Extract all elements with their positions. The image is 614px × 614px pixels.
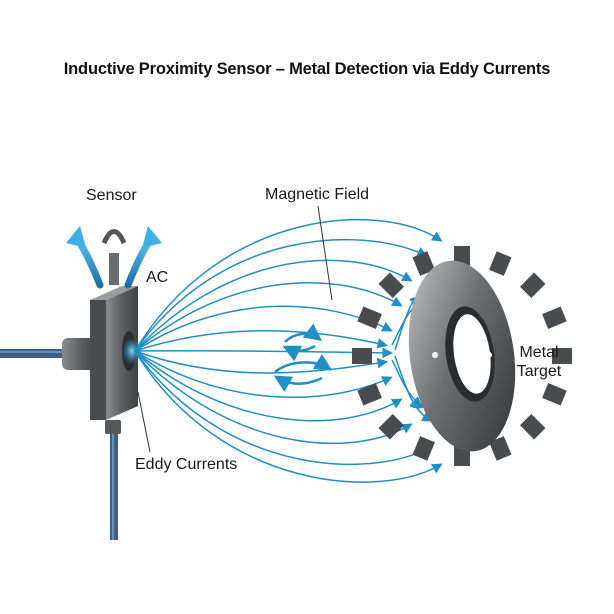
eddy-currents-label: Eddy Currents [135,456,238,473]
sensor-body-top [90,286,138,300]
eddy-currents-leader [137,391,151,453]
field-line [134,305,393,352]
sensor-field-source [122,337,142,365]
right-up-arrow-head [142,226,162,248]
eddy-arrow [273,375,323,392]
sensor-body-side [90,300,106,420]
diagram-title: Inductive Proximity Sensor – Metal Detec… [63,60,551,78]
field-line [134,259,413,352]
gear-hole [432,352,438,358]
eddy-arrow [282,344,316,362]
sensor-bottom-connector [105,420,121,434]
field-line [134,329,388,352]
left-up-arrow-head [66,226,86,248]
magnetic-field-label: Magnetic Field [265,186,370,203]
metal-target-label: Metal Target [512,343,566,381]
field-line-loop [391,359,423,407]
metal-target-label-line2: Target [516,363,562,380]
sensor-label: Sensor [86,187,137,204]
sensor-assembly [62,229,142,434]
sensor-stem [109,253,119,285]
vertical-cable-highlight [112,430,114,540]
field-line [134,347,393,359]
sensor-hook [101,229,127,245]
sensor-connector [62,338,98,370]
metal-target-label-line1: Metal [519,344,559,361]
metal-target-gear [352,246,572,466]
magnetic-field-leader [317,205,333,301]
horizontal-cable-highlight [0,351,68,353]
field-line [134,350,443,483]
eddy-arrow [284,323,323,343]
field-line [134,218,443,352]
field-line [134,350,393,398]
gear-teeth [352,246,572,466]
field-line [134,350,428,466]
gear-hole [486,352,492,358]
field-line-loop [394,355,433,422]
magnetic-field-lines [134,218,443,483]
field-line [134,350,403,422]
horizontal-cable [0,349,68,358]
sensor-cables [0,349,118,540]
ac-arrows [66,226,162,289]
field-line [134,350,413,445]
field-line [134,282,403,352]
eddy-arrow [274,354,333,374]
field-line [134,350,388,374]
sensor-body-front [106,286,138,420]
gear-bore [453,314,491,394]
ac-label: AC [146,269,169,286]
field-line [134,238,428,352]
